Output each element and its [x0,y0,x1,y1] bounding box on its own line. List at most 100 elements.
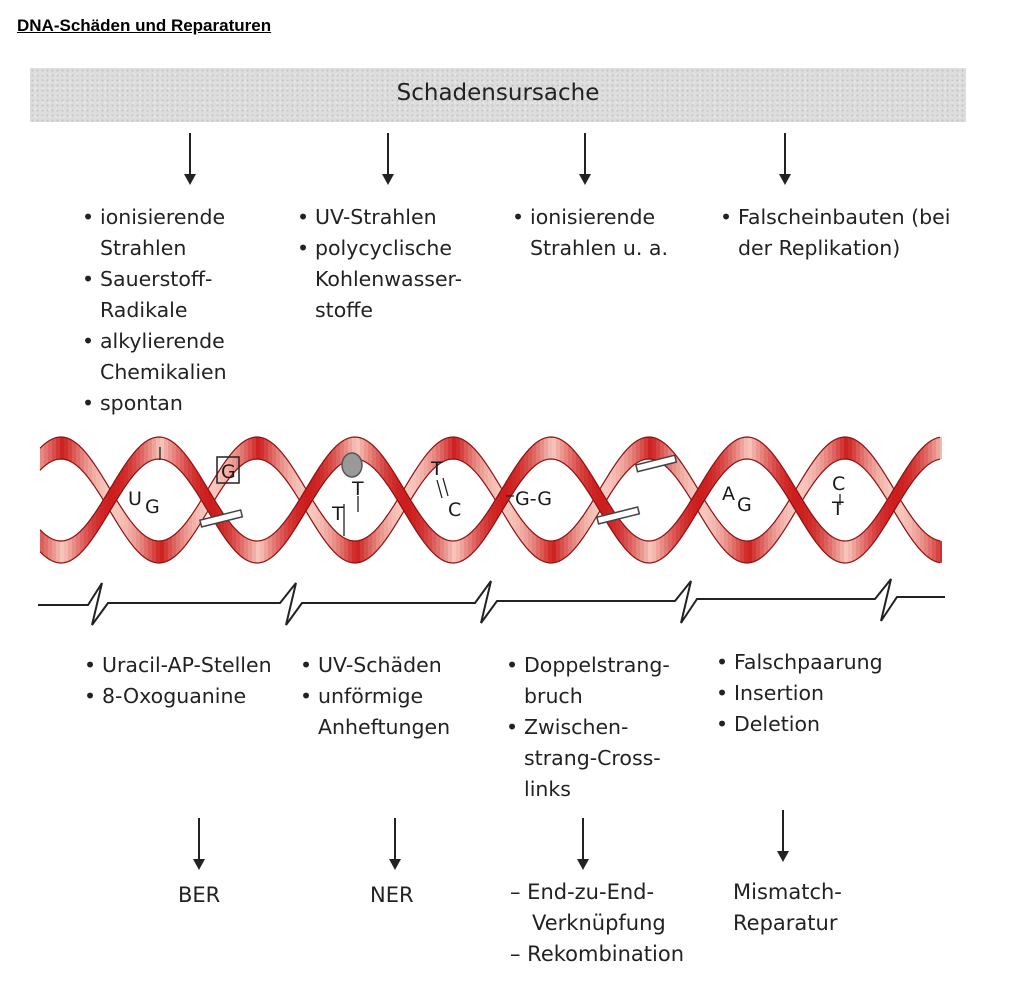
helix-ribbon-segment [432,443,437,471]
helix-ribbon-segment [400,482,405,513]
helix-ribbon-segment [652,437,657,461]
helix-ribbon-segment [672,521,677,550]
helix-ribbon-segment [808,508,813,538]
helix-ribbon-segment [380,519,385,548]
helix-ribbon-segment [84,450,89,479]
helix-ribbon-segment [780,463,785,493]
helix-ribbon-segment [484,510,489,540]
helix-ribbon-segment [384,513,389,543]
helix-ribbon-segment [708,505,713,535]
base-label: T [831,498,844,520]
helix-ribbon-segment [584,463,589,493]
helix-ribbon-segment [540,438,545,463]
helix-ribbon-segment [744,540,749,563]
helix-ribbon-segment [416,462,421,492]
helix-ribbon-segment [152,539,157,563]
helix-ribbon-segment [772,452,777,481]
helix-ribbon-segment [284,516,289,545]
cause-item: •ionisierende Strahlen u. a. [512,205,668,260]
helix-ribbon-segment [620,520,625,548]
helix-ribbon-segment [276,446,281,474]
helix-ribbon-segment [464,440,469,466]
helix-ribbon-segment [688,472,693,503]
helix-ribbon-segment [236,529,241,557]
helix-ribbon-segment [752,437,757,462]
helix-ribbon-segment [144,535,149,561]
helix-ribbon-segment [276,526,281,554]
helix-ribbon-segment [648,437,653,460]
helix-ribbon-edge [39,436,941,542]
helix-ribbon-segment [72,534,77,560]
helix-ribbon-segment [676,516,681,545]
helix-ribbon-segment [480,455,485,484]
helix-ribbon-segment [44,441,49,467]
helix-ribbon-segment [512,505,517,535]
helix-ribbon-segment [700,477,705,508]
helix-ribbon-segment [872,455,877,484]
damage-item: •Uracil-AP-Stellen [84,653,272,677]
helix-ribbon-segment [576,452,581,481]
helix-ribbon-segment [356,540,361,563]
base-label: G [145,496,160,518]
helix-ribbon-segment [104,491,109,521]
cause-list-1: •ionisierende Strahlen •Sauerstoff-Radik… [82,202,272,419]
helix-ribbon-segment [560,439,565,464]
helix-ribbon-segment [308,477,313,508]
helix-ribbon-segment [460,537,465,562]
oxoguanine-box-icon [216,456,240,484]
helix-ribbon-segment [172,441,177,468]
cause-list-4: •Falscheinbauten (bei der Replikation) [720,202,970,264]
helix-ribbon-segment [248,437,253,462]
helix-ribbon-segment [904,465,909,495]
helix-ribbon-segment [876,510,881,540]
cause-item: •alkylierende Chemikalien [82,329,227,384]
helix-ribbon-segment [932,537,937,562]
helix-ribbon-segment [56,437,61,460]
helix-ribbon-segment [136,445,141,473]
helix-ribbon-segment [416,508,421,538]
page-title: DNA-Schäden und Reparaturen [17,16,272,35]
cause-item: •Sauerstoff-Radikale [82,267,213,322]
helix-ribbon-segment [332,445,337,473]
helix-ribbon-segment [176,444,181,472]
helix-ribbon-segment [436,441,441,467]
helix-ribbon-segment [152,437,157,461]
helix-ribbon-segment [100,497,105,528]
helix-ribbon-segment [776,457,781,487]
helix-ribbon-segment [288,510,293,540]
repair-line: – Rekombination [510,942,685,966]
helix-ribbon-segment [584,507,589,537]
helix-ribbon-segment [800,495,805,526]
helix-ribbon-segment [936,539,941,563]
helix-ribbon-segment [892,484,897,515]
helix-ribbon-segment [444,437,449,462]
helix-ribbon-segment [376,448,381,476]
strand-break-line [38,578,945,626]
helix-ribbon-segment [920,527,925,555]
helix-ribbon-segment [660,534,665,560]
helix-ribbon-segment [588,501,593,531]
helix-ribbon-segment [628,529,633,557]
helix-ribbon-segment [268,534,273,560]
helix-ribbon-segment [428,447,433,475]
helix-ribbon-segment [264,438,269,463]
helix-ribbon-segment [520,454,525,483]
helix-ribbon-segment [708,465,713,495]
helix-ribbon-segment [572,524,577,552]
helix-ribbon-segment [40,443,45,471]
arrow-down-icon [579,133,591,185]
base-pair-rung [595,506,641,525]
helix-ribbon-segment [280,521,285,550]
base-label: C [832,473,845,495]
helix-ribbon-segment [192,463,197,493]
base-label: G [737,494,752,516]
helix-ribbon-segment [876,460,881,490]
helix-ribbon-segment [760,532,765,559]
helix-ribbon-segment [424,452,429,480]
helix-ribbon-segment [168,439,173,464]
base-label: A [722,483,735,505]
helix-ribbon-segment [440,438,445,464]
helix-ribbon-segment [684,504,689,534]
helix-ribbon-segment [716,454,721,483]
damage-list-3: •Doppelstrang-bruch •Zwischen-strang-Cro… [506,650,686,805]
